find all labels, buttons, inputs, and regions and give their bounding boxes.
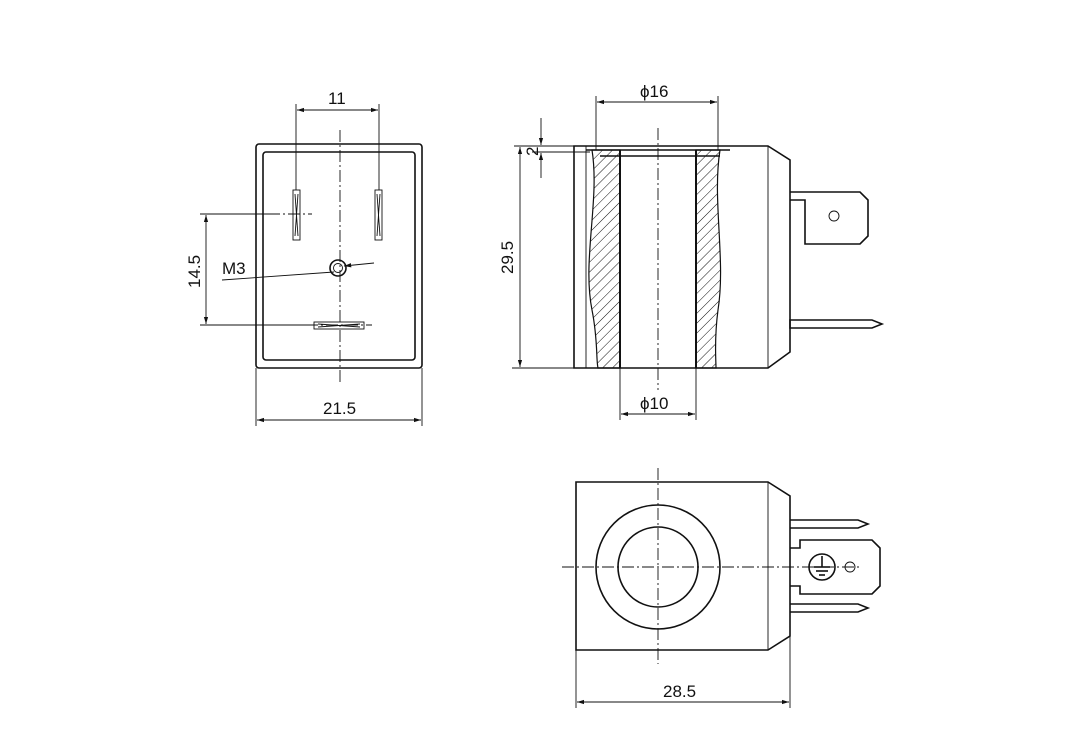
bottom-spade-terminal (790, 539, 881, 595)
side-section-view: ϕ16 2 29.5 ϕ10 (498, 82, 885, 420)
pin-right (374, 189, 383, 241)
dim-28-5: 28.5 (663, 682, 696, 701)
ground-symbol-icon (808, 553, 836, 581)
side-lower-pin (789, 319, 885, 329)
m3-screw-hole-icon (329, 259, 347, 277)
pin-left (292, 189, 301, 241)
section-hatch-right (695, 149, 722, 369)
front-view: M3 11 14.5 21.5 (185, 89, 423, 426)
bottom-body-outline (575, 481, 791, 651)
dim-2: 2 (523, 147, 542, 156)
dim-14-5: 14.5 (185, 255, 204, 288)
section-hatch-left (588, 149, 621, 369)
front-outer-body (255, 143, 423, 369)
front-inner-face (262, 151, 416, 361)
dim-phi10: ϕ10 (640, 394, 668, 413)
dim-21-5: 21.5 (323, 399, 356, 418)
bottom-upper-pin (790, 519, 871, 529)
m3-leader (221, 271, 335, 281)
pin-ground (313, 321, 365, 330)
dim-11: 11 (328, 89, 346, 108)
dim-phi16: ϕ16 (640, 82, 668, 101)
dim-29-5: 29.5 (498, 241, 517, 274)
bottom-view: 28.5 (562, 468, 881, 708)
m3-label: M3 (222, 259, 246, 278)
bottom-lower-pin (790, 603, 871, 613)
side-spade-terminal (790, 191, 869, 245)
